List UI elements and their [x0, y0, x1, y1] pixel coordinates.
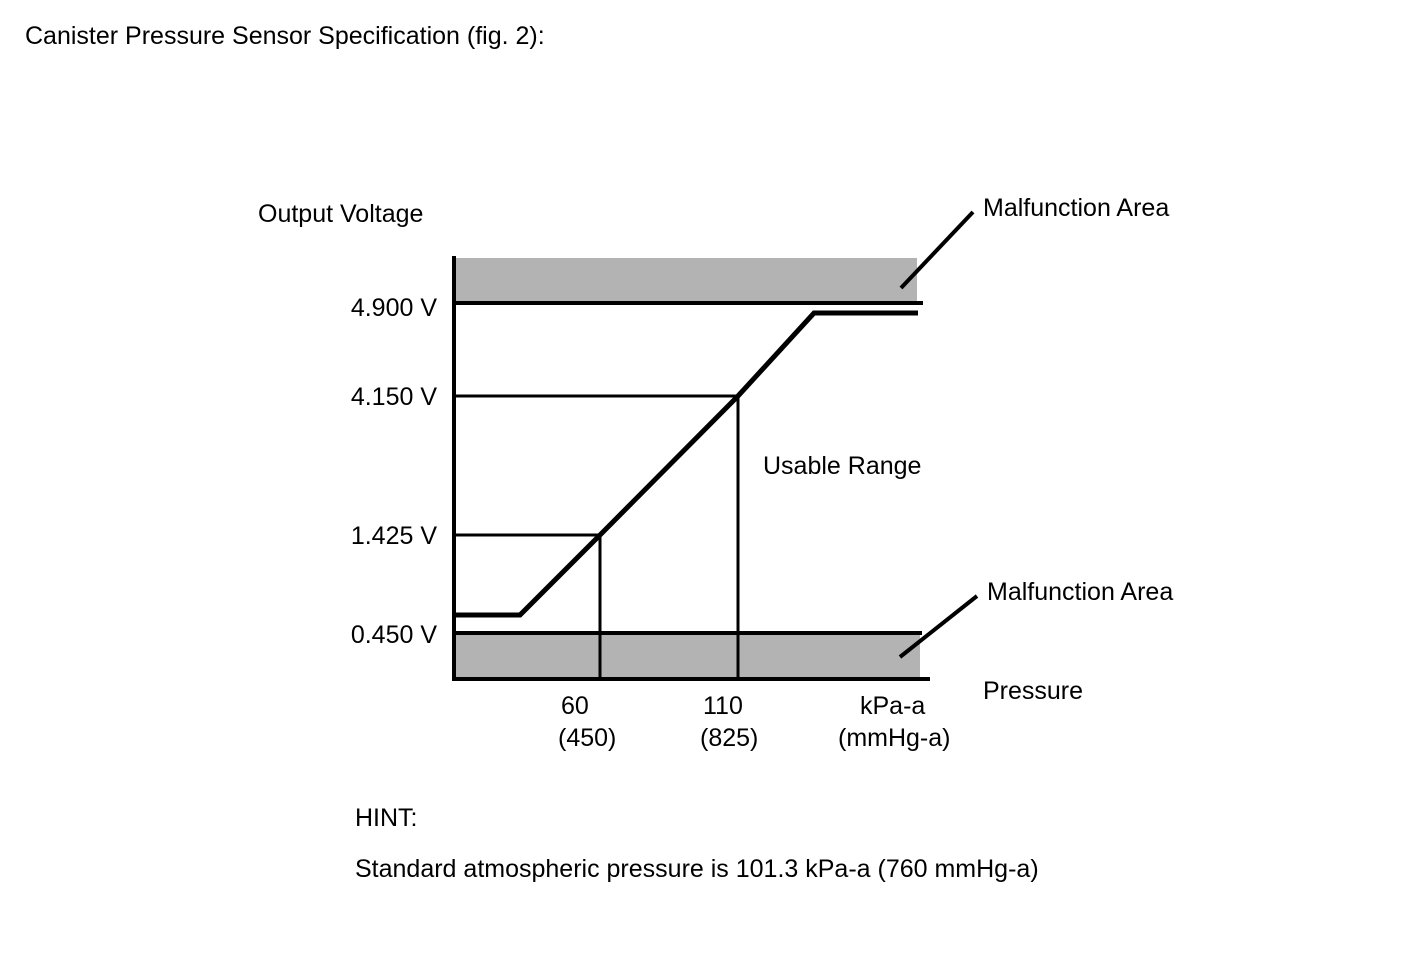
x-tick-825: (825) — [700, 724, 759, 752]
x-unit-secondary: (mmHg-a) — [838, 724, 951, 752]
y-tick-1425: 1.425 V — [350, 522, 437, 550]
x-unit-primary: kPa-a — [860, 692, 926, 720]
sensor-output-curve — [453, 310, 918, 618]
x-tick-450: (450) — [558, 724, 617, 752]
malfunction-band-bottom — [456, 634, 920, 678]
annotation-usable-range: Usable Range — [763, 452, 922, 480]
y-tick-4150: 4.150 V — [350, 383, 437, 411]
figure-title: Canister Pressure Sensor Specification (… — [25, 22, 545, 50]
y-axis-title: Output Voltage — [258, 200, 424, 228]
y-tick-4900: 4.900 V — [350, 294, 437, 322]
leader-malfunction-top — [899, 210, 975, 290]
leader-malfunction-bottom — [898, 594, 979, 659]
hint-text: Standard atmospheric pressure is 101.3 k… — [355, 855, 1039, 883]
annotation-malfunction-top: Malfunction Area — [983, 194, 1170, 222]
x-axis-title: Pressure — [983, 677, 1084, 705]
annotation-malfunction-bottom: Malfunction Area — [987, 578, 1174, 606]
x-tick-60: 60 — [561, 692, 589, 720]
y-tick-0450: 0.450 V — [350, 621, 437, 649]
x-tick-110: 110 — [703, 692, 743, 720]
hint-label: HINT: — [355, 804, 418, 832]
malfunction-band-top — [456, 258, 917, 302]
